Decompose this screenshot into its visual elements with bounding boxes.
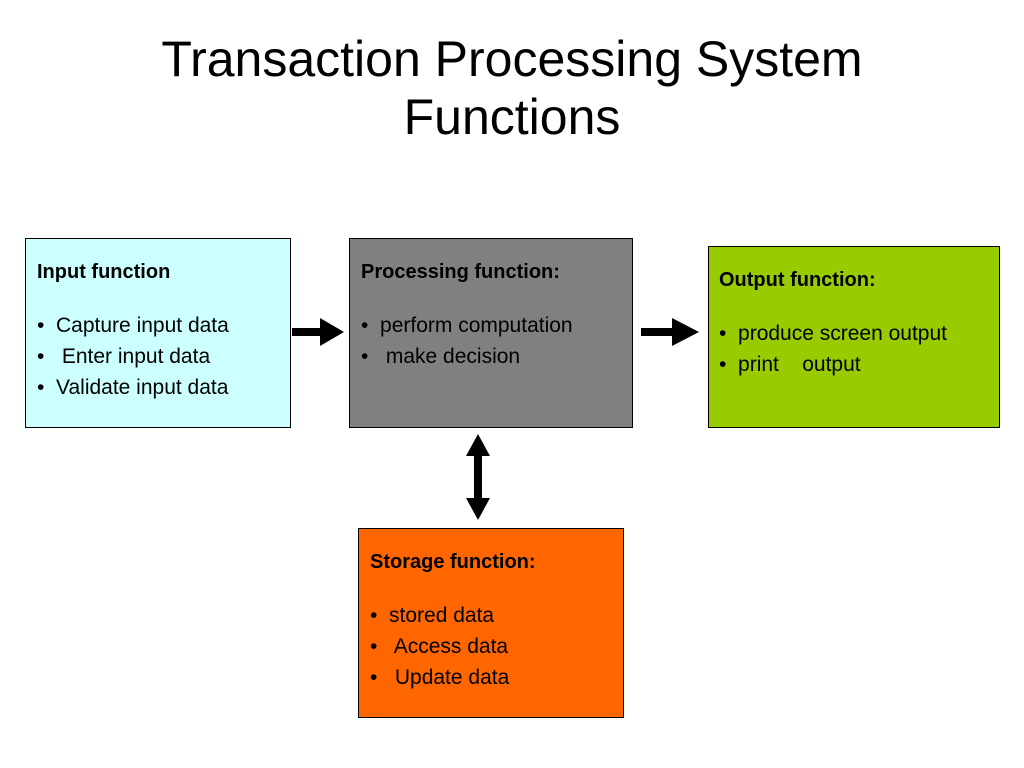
list-item: • produce screen output bbox=[719, 322, 947, 345]
storage-function-list: • stored data • Access data • Update dat… bbox=[370, 600, 623, 693]
processing-function-list: • perform computation • make decision bbox=[361, 310, 632, 372]
list-item: • Update data bbox=[370, 666, 510, 689]
input-function-box: Input function • Capture input data • En… bbox=[25, 238, 291, 428]
list-item: • Enter input data bbox=[37, 345, 211, 368]
list-item: • perform computation bbox=[361, 314, 573, 337]
processing-function-heading: Processing function: bbox=[361, 261, 560, 283]
storage-function-heading: Storage function: bbox=[370, 551, 536, 573]
list-item: • Validate input data bbox=[37, 376, 229, 399]
output-function-box: Output function: • produce screen output… bbox=[708, 246, 1000, 428]
list-item: • make decision bbox=[361, 345, 521, 368]
title-line-2: Functions bbox=[403, 89, 621, 145]
page-title: Transaction Processing System Functions bbox=[0, 30, 1024, 146]
title-line-1: Transaction Processing System bbox=[161, 31, 863, 87]
processing-function-box: Processing function: • perform computati… bbox=[349, 238, 633, 428]
arrow-processing-to-output bbox=[641, 318, 699, 346]
list-item: • Capture input data bbox=[37, 314, 229, 337]
list-item: • Access data bbox=[370, 635, 509, 658]
arrow-input-to-processing bbox=[292, 318, 344, 346]
list-item: • stored data bbox=[370, 604, 495, 627]
arrow-processing-storage-bidirectional bbox=[466, 434, 490, 520]
list-item: • print output bbox=[719, 353, 861, 376]
input-function-list: • Capture input data • Enter input data … bbox=[37, 310, 290, 403]
output-function-heading: Output function: bbox=[719, 269, 876, 291]
output-function-list: • produce screen output • print output bbox=[719, 318, 999, 380]
storage-function-box: Storage function: • stored data • Access… bbox=[358, 528, 624, 718]
input-function-heading: Input function bbox=[37, 261, 171, 283]
